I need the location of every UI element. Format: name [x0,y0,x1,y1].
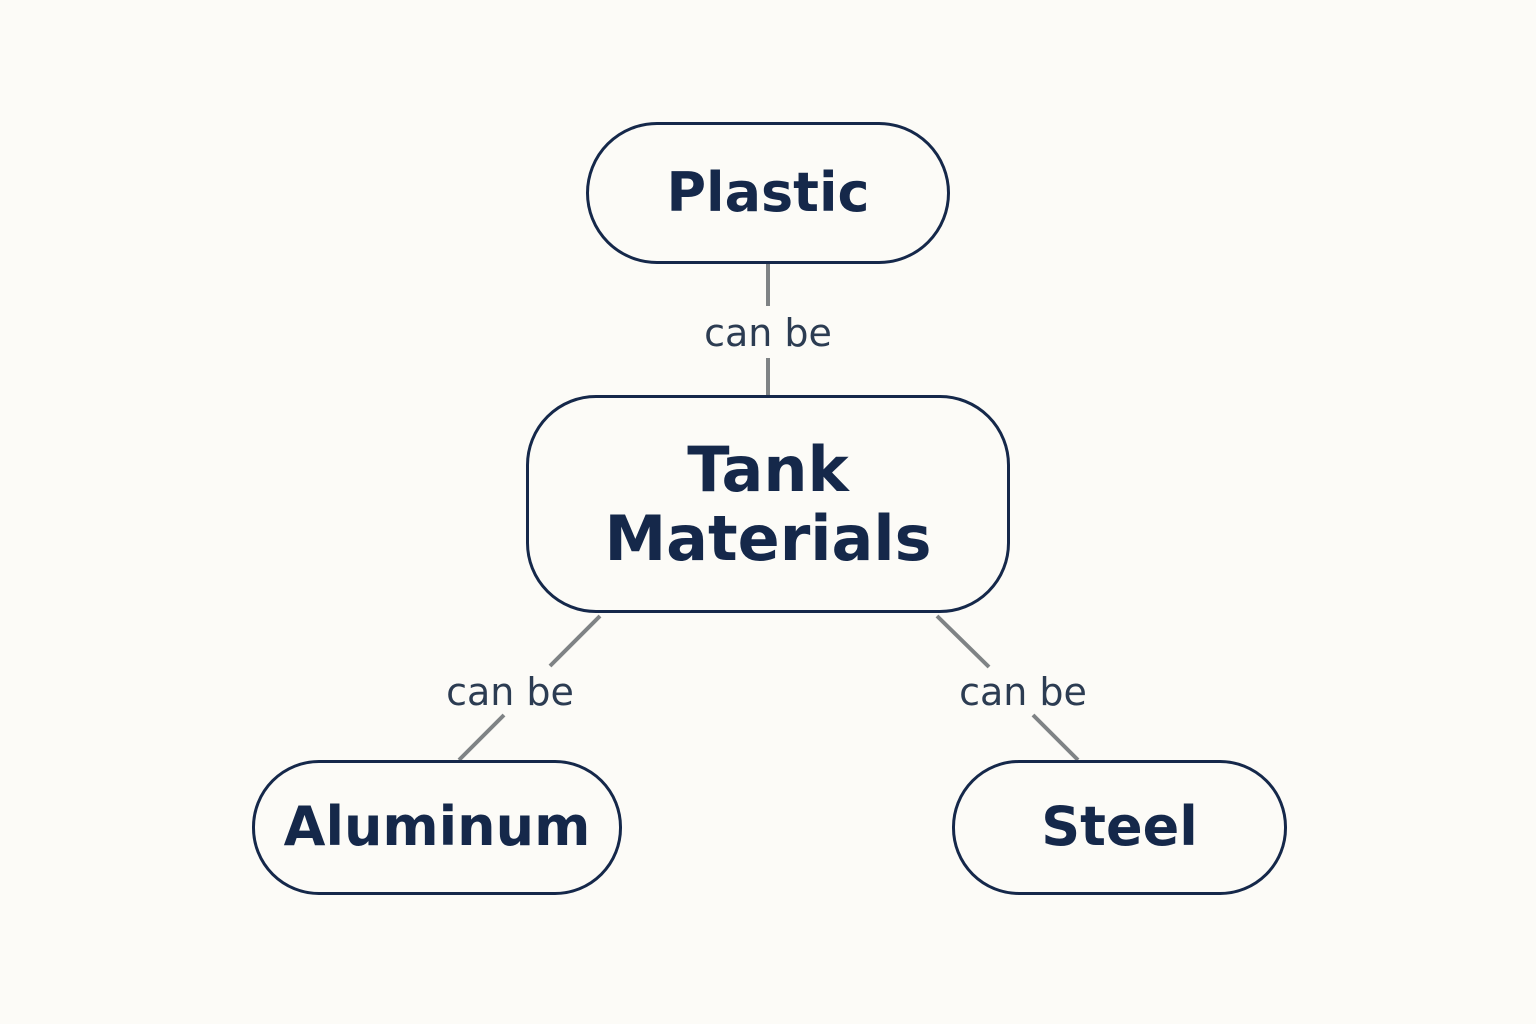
connector-aluminum-top [548,614,602,668]
node-aluminum-label: Aluminum [283,795,591,859]
connector-aluminum-bottom [457,713,506,762]
node-plastic-label: Plastic [666,160,870,224]
node-tank-materials: Tank Materials [526,395,1010,613]
connector-steel-top [935,614,991,669]
node-steel-label: Steel [1041,795,1198,859]
connector-steel-bottom [1031,713,1080,762]
node-tank-label-line1: Tank [687,432,849,506]
node-plastic: Plastic [586,122,950,264]
node-aluminum: Aluminum [252,760,622,895]
node-steel: Steel [952,760,1287,895]
edge-label-plastic: can be [704,311,832,355]
node-tank-label-line2: Materials [604,502,932,575]
edge-label-aluminum: can be [446,670,574,714]
edge-label-steel: can be [959,670,1087,714]
